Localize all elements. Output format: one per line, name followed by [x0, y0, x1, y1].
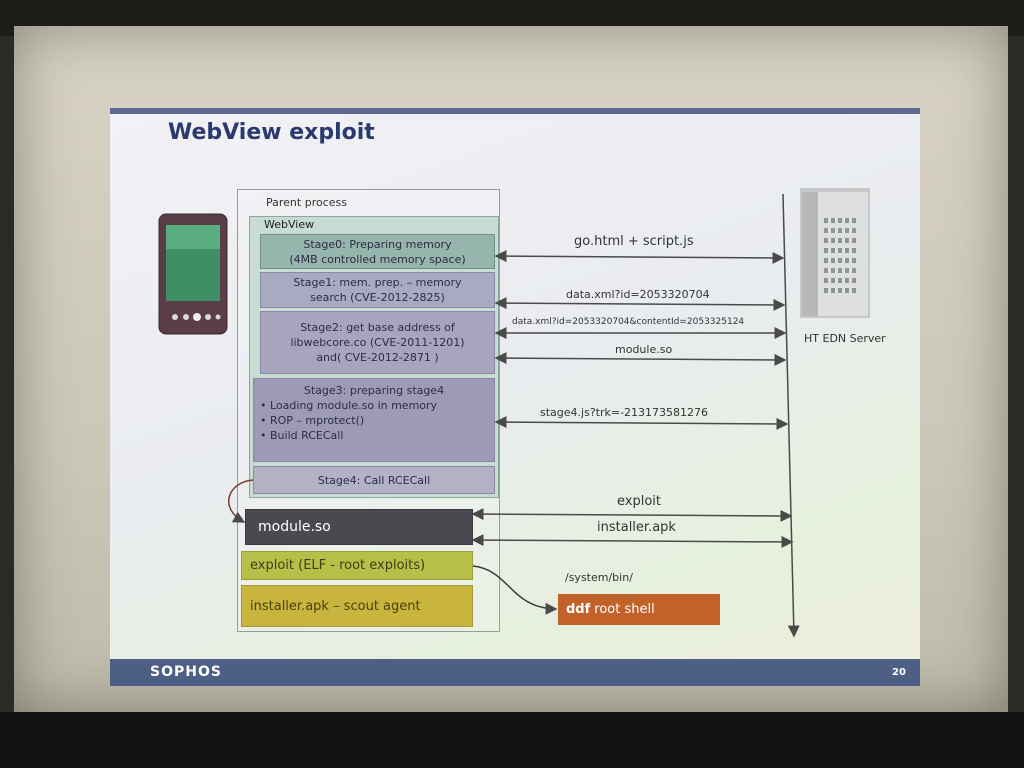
stage0-line2: (4MB controlled memory space): [289, 252, 466, 266]
stage3-box: Stage3: preparing stage4 • Loading modul…: [253, 378, 495, 462]
arrow-data-xml: [494, 297, 786, 311]
arrow-stage4-to-module: [227, 479, 254, 523]
stage1-box: Stage1: mem. prep. – memory search (CVE-…: [260, 272, 495, 308]
root-shell-text: root shell: [594, 602, 655, 617]
arrow-label-installer: installer.apk: [597, 520, 676, 535]
stage2-line2: libwebcore.co (CVE-2011-1201): [290, 336, 465, 349]
arrow-exploit-to-root-shell: [472, 565, 558, 615]
webview-label: WebView: [264, 218, 315, 231]
stage3-bullet-2: • ROP – mprotect(): [260, 414, 365, 427]
arrow-stage4-js: [494, 416, 789, 430]
stage3-bullet-3: • Build RCECall: [260, 429, 344, 442]
room-background-bottom: [0, 712, 1024, 768]
stage3-title: Stage3: preparing stage4: [303, 384, 445, 397]
server-label: HT EDN Server: [804, 332, 886, 345]
sophos-logo: SOPHOS: [150, 664, 222, 680]
arrow-label-data-xml: data.xml?id=2053320704: [566, 288, 710, 301]
stage1-line2: search (CVE-2012-2825): [310, 291, 445, 304]
arrow-label-stage4-js: stage4.js?trk=-213173581276: [540, 406, 709, 419]
stage2-line1: Stage2: get base address of: [300, 321, 455, 334]
arrow-exploit: [471, 508, 793, 522]
server-lifeline: [782, 193, 800, 638]
parent-process-label: Parent process: [266, 196, 347, 209]
page-number: 20: [892, 667, 906, 678]
smartphone-icon: [158, 213, 228, 335]
module-so-box: module.so: [245, 509, 473, 545]
server-building-icon: [800, 188, 870, 318]
arrow-installer: [471, 534, 794, 548]
arrow-label-data-xml-content: data.xml?id=2053320704&contentId=2053325…: [512, 317, 745, 327]
system-bin-path: /system/bin/: [565, 571, 633, 584]
slide: WebView exploit Parent process WebView S…: [110, 108, 920, 686]
arrow-label-module-so: module.so: [615, 343, 673, 356]
slide-top-bar: [110, 108, 920, 114]
stage0-box: Stage0: Preparing memory (4MB controlled…: [260, 234, 495, 269]
arrow-label-exploit: exploit: [617, 494, 661, 509]
installer-box: installer.apk – scout agent: [241, 585, 473, 627]
arrow-module-so: [494, 352, 787, 366]
stage4-box: Stage4: Call RCECall: [253, 466, 495, 494]
exploit-box: exploit (ELF - root exploits): [241, 551, 473, 580]
connector-layer: [227, 193, 800, 638]
root-shell-box: ddf root shell: [558, 594, 720, 625]
arrow-label-go-html: go.html + script.js: [574, 234, 694, 249]
stage2-box: Stage2: get base address of libwebcore.c…: [260, 311, 495, 374]
stage3-bullet-1: • Loading module.so in memory: [260, 399, 438, 412]
stage1-line1: Stage1: mem. prep. – memory: [293, 276, 462, 289]
slide-title: WebView exploit: [168, 120, 375, 145]
root-shell-ddf: ddf: [566, 602, 591, 617]
arrow-go-html: [494, 250, 785, 264]
stage2-line3: and( CVE-2012-2871 ): [316, 351, 439, 364]
slide-footer: SOPHOS 20: [110, 659, 920, 686]
stage0-line1: Stage0: Preparing memory: [303, 237, 452, 251]
projector-screen: WebView exploit Parent process WebView S…: [14, 26, 1008, 712]
